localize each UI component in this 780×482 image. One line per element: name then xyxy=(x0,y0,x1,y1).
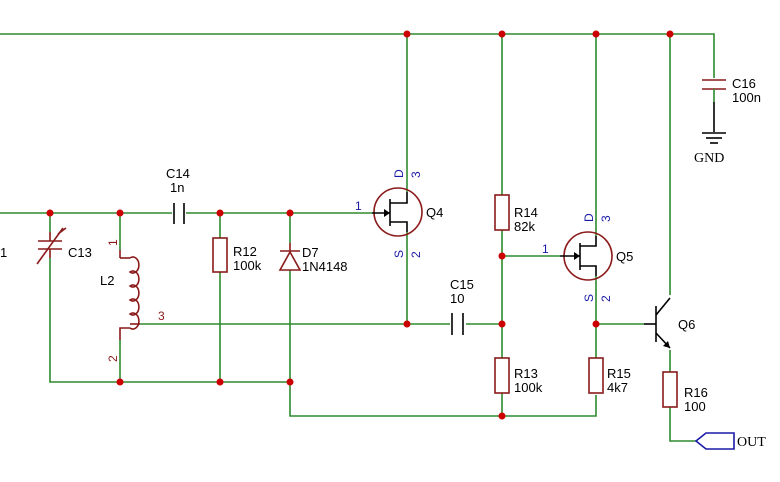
q4-pin-g: 1 xyxy=(355,199,362,213)
l2-pin1: 1 xyxy=(106,239,120,246)
r13-ref: R13 xyxy=(514,366,538,381)
r15-value: 4k7 xyxy=(607,380,628,395)
cut-left-label: 1 xyxy=(0,245,7,260)
transistor-q5: 1 3 D 2 S Q5 xyxy=(542,213,633,302)
c15-value: 10 xyxy=(450,291,464,306)
resistor-r16: R16 100 xyxy=(662,371,708,414)
r12-value: 100k xyxy=(233,258,262,273)
capacitor-c13: C13 1 xyxy=(0,227,92,265)
gnd-label: GND xyxy=(694,151,724,166)
r16-ref: R16 xyxy=(684,385,708,400)
c16-ref: C16 xyxy=(732,76,756,91)
r16-value: 100 xyxy=(684,399,706,414)
ground-symbol: GND xyxy=(694,132,726,166)
l2-pin2: 2 xyxy=(106,355,120,362)
q5-pin-d: 3 xyxy=(599,215,613,222)
transistor-q6: Q6 xyxy=(644,297,695,349)
r15-ref: R15 xyxy=(607,366,631,381)
q5-pin-g: 1 xyxy=(542,242,549,256)
r13-value: 100k xyxy=(514,380,543,395)
capacitor-c16: C16 100n xyxy=(702,76,761,132)
capacitor-c14: C14 1n xyxy=(166,166,190,224)
output-port: OUT xyxy=(694,432,766,450)
q5-ref: Q5 xyxy=(616,249,633,264)
inductor-l2: L2 1 2 3 xyxy=(100,239,165,362)
r14-value: 82k xyxy=(514,219,535,234)
q4-s-label: S xyxy=(392,250,406,258)
resistor-r14: R14 82k xyxy=(494,194,538,234)
l2-ref: L2 xyxy=(100,273,114,288)
resistor-r12: R12 100k xyxy=(212,237,262,273)
q4-ref: Q4 xyxy=(426,205,443,220)
transistor-q4: 1 3 D 2 S Q4 xyxy=(355,169,443,258)
wires xyxy=(0,33,715,442)
q6-ref: Q6 xyxy=(678,317,695,332)
resistor-r13: R13 100k xyxy=(494,357,543,395)
r14-ref: R14 xyxy=(514,205,538,220)
diode-d7: D7 1N4148 xyxy=(278,243,348,274)
r12-ref: R12 xyxy=(233,244,257,259)
c13-ref: C13 xyxy=(68,245,92,260)
c16-value: 100n xyxy=(732,90,761,105)
q4-d-label: D xyxy=(392,169,406,178)
q4-pin-d: 3 xyxy=(409,171,423,178)
c14-value: 1n xyxy=(170,180,184,195)
q5-s-label: S xyxy=(582,294,596,302)
out-label: OUT xyxy=(737,435,766,450)
capacitor-c15: C15 10 xyxy=(450,277,474,335)
d7-ref: D7 xyxy=(302,245,319,260)
resistor-r15: R15 4k7 xyxy=(588,357,631,395)
q5-pin-s: 2 xyxy=(599,295,613,302)
q4-pin-s: 2 xyxy=(409,251,423,258)
d7-value: 1N4148 xyxy=(302,259,348,274)
c15-ref: C15 xyxy=(450,277,474,292)
q5-d-label: D xyxy=(582,213,596,222)
c14-ref: C14 xyxy=(166,166,190,181)
l2-pin3: 3 xyxy=(158,309,165,323)
junction-dots xyxy=(46,30,674,420)
